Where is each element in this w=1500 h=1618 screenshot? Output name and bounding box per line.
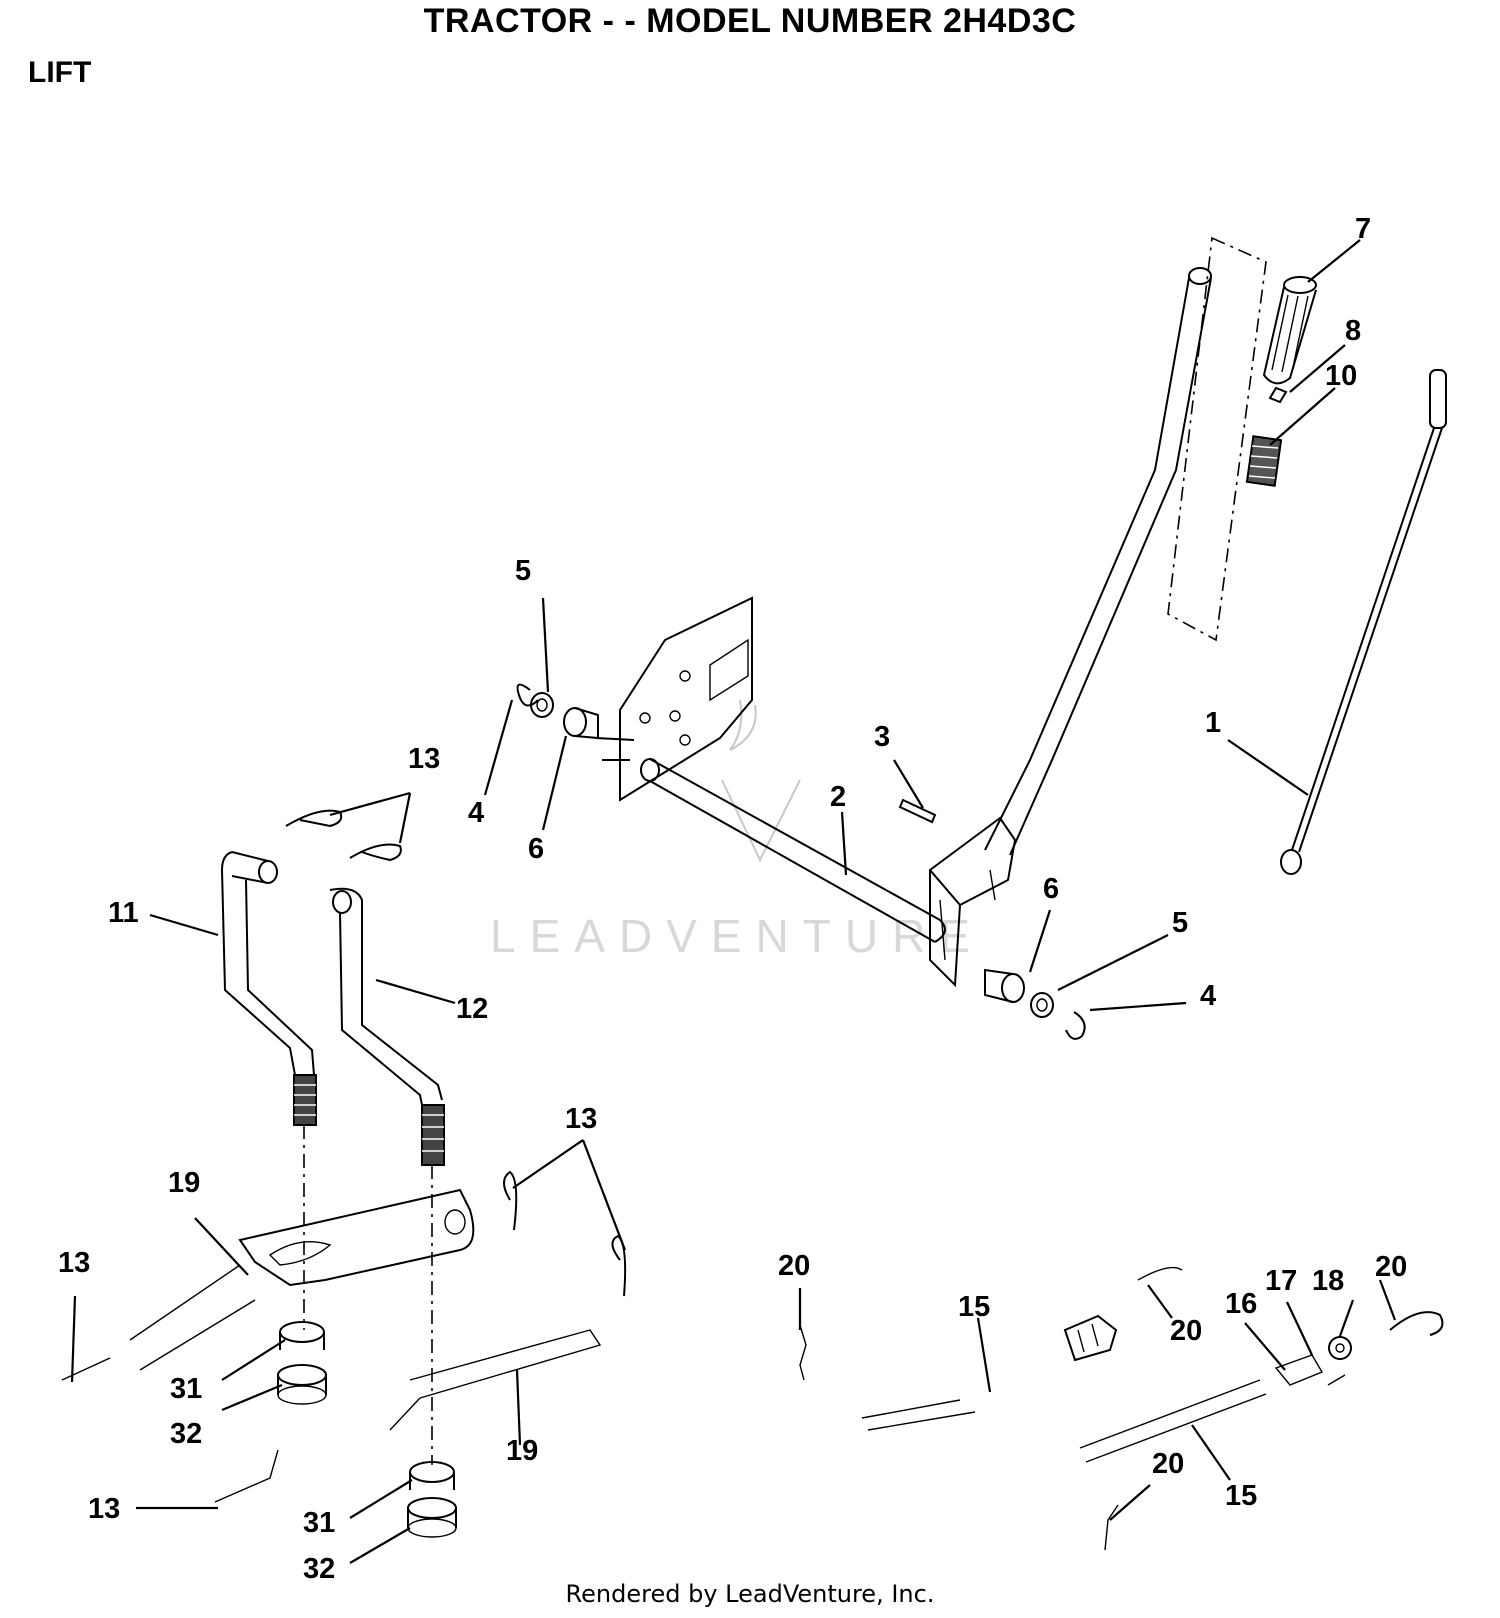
callout-17: 17 — [1265, 1265, 1297, 1297]
callout-5-right: 5 — [1172, 907, 1188, 939]
callout-15-b: 15 — [1225, 1480, 1257, 1512]
callout-8: 8 — [1345, 315, 1361, 347]
callout-32-right: 32 — [303, 1553, 335, 1585]
handle-spring — [1245, 435, 1283, 487]
callout-20-c: 20 — [1375, 1251, 1407, 1283]
lift-arm-lower — [389, 1329, 602, 1431]
grip-outline — [1167, 236, 1267, 642]
callout-20-b: 20 — [1170, 1315, 1202, 1347]
left-hardware — [516, 683, 599, 740]
right-hardware — [984, 968, 1086, 1040]
callout-5-left: 5 — [515, 555, 531, 587]
hairpin-clips — [61, 809, 627, 1503]
callout-20-d: 20 — [1152, 1448, 1184, 1480]
callout-18: 18 — [1312, 1265, 1344, 1297]
lift-shaft — [595, 737, 946, 943]
watermark-text: LEADVENTURE — [490, 910, 984, 962]
section-title: LIFT — [28, 56, 92, 89]
callout-13-top: 13 — [408, 743, 440, 775]
callout-31-right: 31 — [303, 1507, 335, 1539]
callout-10: 10 — [1325, 360, 1357, 392]
callout-11: 11 — [108, 897, 139, 929]
adjuster-assembly — [799, 1266, 1444, 1551]
callout-15-a: 15 — [958, 1291, 990, 1323]
bracket-plate — [619, 596, 753, 802]
callout-32-left: 32 — [170, 1418, 202, 1450]
callout-6-right: 6 — [1043, 873, 1059, 905]
lift-handle — [928, 267, 1212, 988]
callout-6-left: 6 — [528, 833, 544, 865]
callout-20-a: 20 — [778, 1250, 810, 1282]
lift-rod — [1280, 369, 1447, 875]
roll-pin — [898, 798, 937, 824]
callout-4-left: 4 — [468, 797, 484, 829]
callout-4-right: 4 — [1200, 980, 1216, 1012]
handle-grip — [1262, 276, 1317, 404]
bushings-left — [277, 1321, 327, 1405]
callout-19-lower: 19 — [506, 1435, 538, 1467]
callout-1: 1 — [1205, 707, 1221, 739]
leader-lines — [70, 239, 1397, 1564]
lift-arm-upper — [129, 1188, 475, 1371]
callout-31-left: 31 — [170, 1373, 202, 1405]
callout-3: 3 — [874, 721, 890, 753]
lift-link-left — [220, 851, 317, 1126]
footer-credit: Rendered by LeadVenture, Inc. — [565, 1580, 935, 1608]
callout-16: 16 — [1225, 1288, 1257, 1320]
callout-13-left: 13 — [58, 1247, 90, 1279]
callout-19-upper: 19 — [168, 1167, 200, 1199]
callout-13-mid: 13 — [565, 1103, 597, 1135]
callout-12: 12 — [456, 993, 488, 1025]
watermark-logo: LEADVENTURE — [490, 699, 984, 962]
callout-13-bottom: 13 — [88, 1493, 120, 1525]
callout-labels: 7 8 10 1 5 4 6 3 2 6 5 4 13 11 12 13 19 … — [58, 213, 1407, 1585]
bushings-right — [407, 1461, 457, 1538]
page-title: TRACTOR - - MODEL NUMBER 2H4D3C — [423, 2, 1077, 40]
callout-7: 7 — [1355, 213, 1371, 245]
lift-link-right — [329, 887, 445, 1166]
callout-2: 2 — [830, 781, 846, 813]
